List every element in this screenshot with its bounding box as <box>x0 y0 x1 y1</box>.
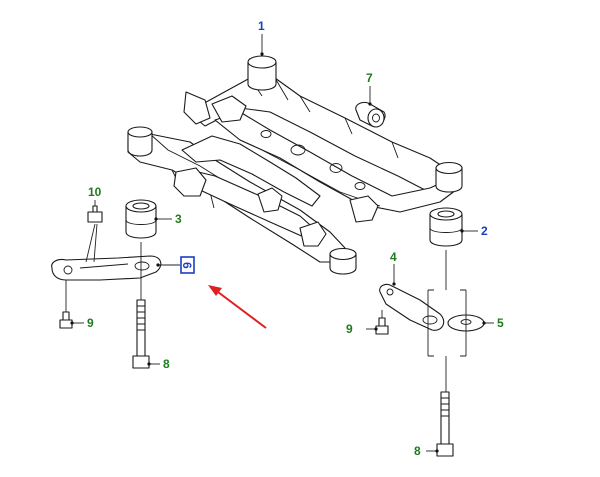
callout-8-left[interactable]: 8 <box>163 357 170 371</box>
highlight-arrow <box>208 285 267 329</box>
callout-6[interactable]: 6 <box>180 262 194 269</box>
brace-part-6 <box>51 255 162 281</box>
bolt-part-8-left <box>132 299 150 369</box>
bushing-part-2 <box>429 207 463 247</box>
callout-10[interactable]: 10 <box>88 185 102 199</box>
callout-8-right[interactable]: 8 <box>414 444 421 458</box>
callout-9-right[interactable]: 9 <box>346 322 353 336</box>
callout-5[interactable]: 5 <box>497 316 504 330</box>
leader-lines <box>65 34 494 452</box>
callout-4[interactable]: 4 <box>390 250 397 264</box>
leader-dots <box>70 52 486 453</box>
rear-subframe <box>127 55 463 275</box>
brace-part-4 <box>379 283 445 331</box>
bolt-part-8-right <box>436 391 454 457</box>
bolt-part-9-left <box>59 311 73 329</box>
nut-part-10 <box>87 205 103 223</box>
callout-7[interactable]: 7 <box>366 71 373 85</box>
callout-2[interactable]: 2 <box>481 224 488 238</box>
bushing-part-7 <box>355 101 386 128</box>
bolt-part-9-right <box>375 317 389 335</box>
callout-9-left[interactable]: 9 <box>87 316 94 330</box>
callout-3[interactable]: 3 <box>175 212 182 226</box>
bushing-part-3 <box>125 199 157 239</box>
callout-1[interactable]: 1 <box>258 19 265 33</box>
selected-callout-box <box>180 256 195 274</box>
